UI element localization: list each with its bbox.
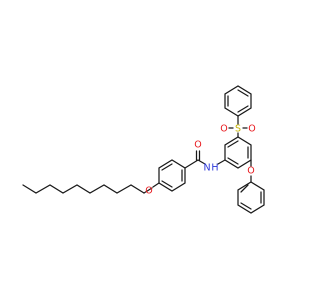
amide-bonds (184, 150, 226, 169)
phenoxy-oxygen-label: O (247, 166, 254, 177)
amide-nitrogen-label: N (203, 163, 210, 174)
decyl-chain (22, 184, 145, 194)
phenylsulfonyl-ring (224, 85, 252, 117)
carbonyl-oxygen-label: O (194, 140, 201, 151)
amide-hydrogen-label: H (211, 163, 218, 174)
ether-oxygen-label: O (145, 186, 152, 197)
benzamide-ring (158, 159, 186, 192)
molecule-structure: O O N H S O O O (22, 85, 265, 214)
sulfonyl-sulfur-label: S (235, 124, 241, 135)
ether-bonds (143, 182, 160, 194)
sulfonyl-oxygen-right-label: O (248, 124, 255, 135)
sulfonyl-oxygen-left-label: O (220, 124, 227, 135)
central-ring (224, 136, 252, 169)
sulfonyl-bonds (228, 115, 248, 138)
phenoxy-ring (237, 181, 265, 214)
